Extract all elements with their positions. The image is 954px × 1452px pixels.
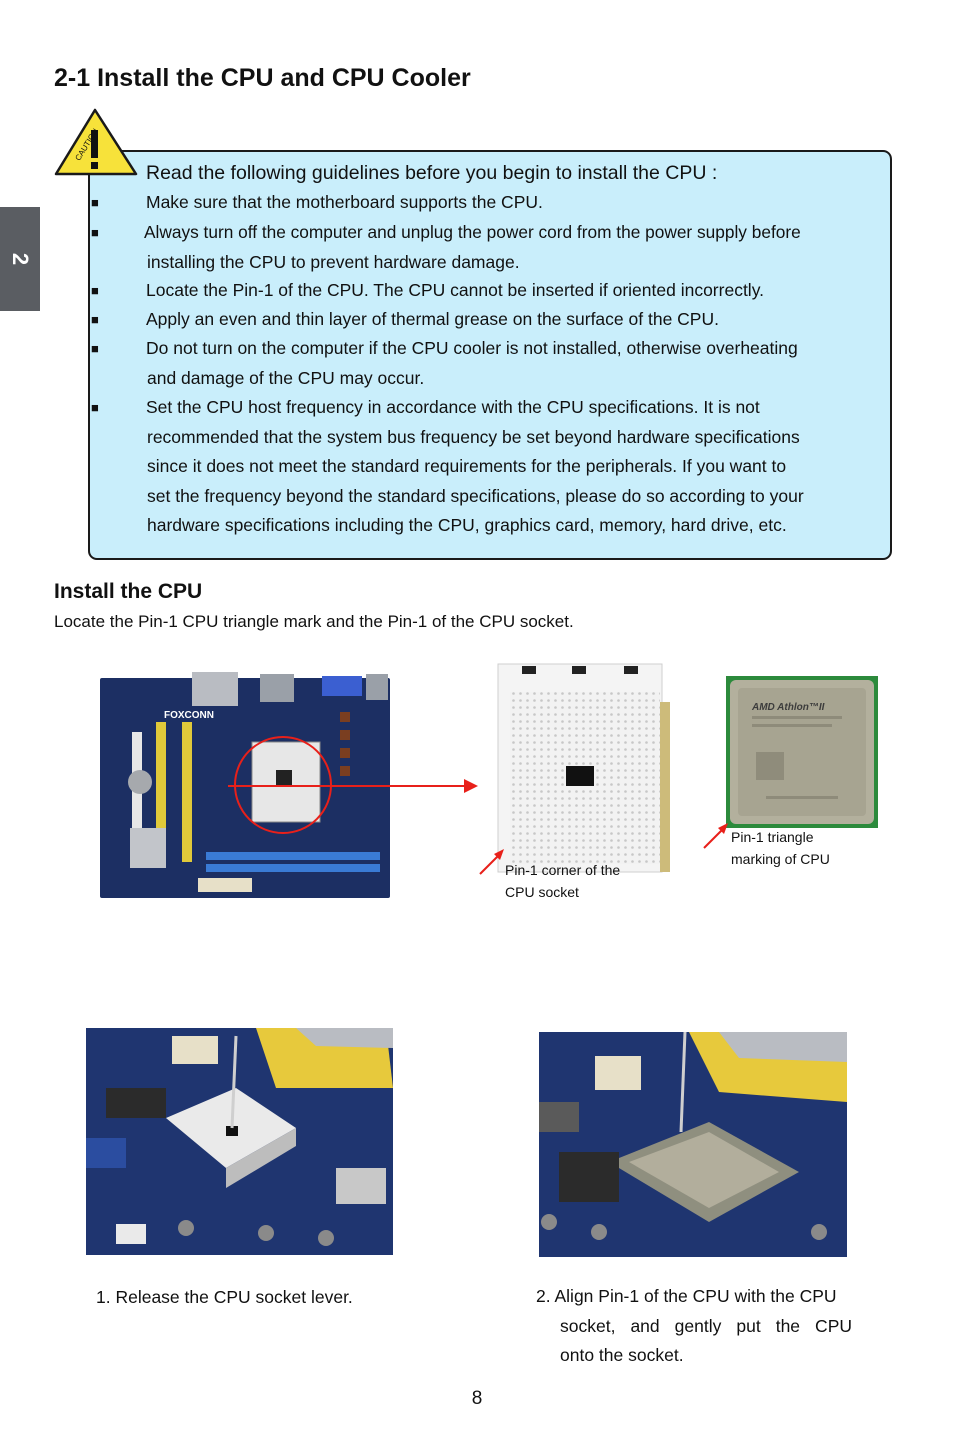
chapter-number: 2: [8, 252, 33, 266]
bullet-marker: ■: [91, 195, 99, 210]
bullet-marker: ■: [91, 341, 99, 356]
step1-caption-line: 1. Release the CPU socket lever.: [96, 1287, 353, 1307]
guideline-line: set the frequency beyond the standard sp…: [147, 485, 804, 506]
pin1-socket-arrow: [479, 849, 504, 875]
guideline-line: Make sure that the motherboard supports …: [146, 192, 543, 212]
arrow-to-socket: [228, 779, 478, 793]
guideline-line: Locate the Pin-1 of the CPU. The CPU can…: [146, 280, 765, 300]
socket-caption-line: Pin-1 corner of the: [505, 862, 621, 878]
cpu-image: AMD Athlon™II: [726, 676, 878, 828]
cpu-caption-line: marking of CPU: [731, 851, 830, 867]
guideline-line: Set the CPU host frequency in accordance…: [146, 397, 760, 417]
guideline-line: Always turn off the computer and unplug …: [144, 222, 801, 242]
chapter-tab: 2: [0, 207, 40, 311]
guideline-text: Make sure that the motherboard supports …: [146, 188, 886, 218]
cpu-socket-image: [497, 663, 670, 873]
guideline-text: Set the CPU host frequency in accordance…: [146, 393, 886, 541]
cpu-caption: Pin-1 triangle marking of CPU: [731, 826, 830, 870]
socket-caption-line: CPU socket: [505, 884, 579, 900]
caution-icon: CAUTION: [54, 108, 138, 176]
install-cpu-title: Install the CPU: [54, 580, 203, 603]
pin1-cpu-arrow: [703, 823, 728, 849]
guideline-text: Always turn off the computer and unplug …: [144, 218, 886, 277]
guideline-line: and damage of the CPU may occur.: [147, 367, 425, 388]
guideline-line: recommended that the system bus frequenc…: [147, 426, 800, 447]
bullet-marker: ■: [91, 400, 99, 415]
step1-caption: 1. Release the CPU socket lever.: [96, 1283, 353, 1313]
install-cpu-description: Locate the Pin-1 CPU triangle mark and t…: [54, 612, 574, 631]
step1-photo: [86, 1028, 393, 1255]
guideline-line: Apply an even and thin layer of thermal …: [146, 309, 719, 329]
guideline-line: installing the CPU to prevent hardware d…: [147, 251, 520, 272]
guideline-line: hardware specifications including the CP…: [147, 515, 787, 535]
section-title: 2-1 Install the CPU and CPU Cooler: [54, 64, 471, 92]
cpu-brand: AMD Athlon™II: [751, 702, 825, 713]
page-number: 8: [471, 1388, 483, 1409]
caution-intro: Read the following guidelines before you…: [146, 162, 718, 184]
step2-caption: 2. Align Pin-1 of the CPU with the CPU s…: [536, 1282, 852, 1371]
step2-photo: [539, 1032, 847, 1257]
guideline-text: Apply an even and thin layer of thermal …: [146, 305, 886, 335]
socket-caption: Pin-1 corner of the CPU socket: [505, 859, 620, 903]
guideline-text: Locate the Pin-1 of the CPU. The CPU can…: [146, 276, 886, 306]
motherboard-image: FOXCONN: [100, 672, 390, 898]
guideline-line: Do not turn on the computer if the CPU c…: [146, 338, 798, 358]
step2-caption-line: socket, and gently put the CPU: [560, 1315, 852, 1336]
bullet-marker: ■: [91, 225, 99, 240]
motherboard-brand: FOXCONN: [164, 710, 214, 721]
guideline-line: since it does not meet the standard requ…: [147, 456, 787, 476]
step2-caption-line: onto the socket.: [560, 1345, 684, 1365]
step2-caption-line: 2. Align Pin-1 of the CPU with the CPU: [536, 1286, 837, 1306]
caution-box: [88, 150, 892, 560]
cpu-caption-line: Pin-1 triangle: [731, 829, 814, 845]
bullet-marker: ■: [91, 283, 99, 298]
bullet-marker: ■: [91, 312, 99, 327]
guideline-text: Do not turn on the computer if the CPU c…: [146, 334, 886, 393]
